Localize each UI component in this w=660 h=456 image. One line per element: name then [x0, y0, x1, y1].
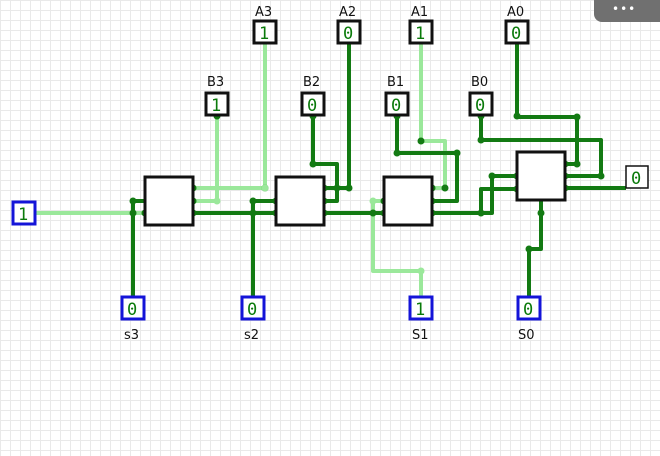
full-adder-0[interactable] — [515, 150, 567, 202]
wire-s0-a — [479, 187, 517, 213]
output-pin-carry-out[interactable]: 0 — [625, 165, 649, 189]
wire-s0-b — [527, 200, 543, 297]
junction-dot — [249, 197, 257, 205]
wire-carry-1 — [432, 174, 517, 215]
output-label-s3: s3 — [124, 328, 139, 343]
input-value-b0: 0 — [475, 96, 485, 116]
output-value-s1: 1 — [415, 300, 425, 320]
output-value-carry-out: 0 — [631, 169, 641, 189]
junction-dot — [369, 197, 377, 205]
input-value-a0: 0 — [511, 24, 521, 44]
wire-s2 — [251, 199, 276, 297]
full-adder-3[interactable] — [143, 175, 195, 227]
junction-dot — [477, 209, 485, 217]
junction-dot — [393, 149, 401, 157]
full-adder-2[interactable] — [274, 175, 326, 227]
output-pin-s1[interactable]: 1 S1 — [408, 295, 434, 343]
input-pin-a1[interactable]: A1 1 — [408, 5, 434, 45]
menu-tab[interactable] — [594, 0, 660, 22]
junction-dot — [417, 267, 425, 275]
output-label-s2: s2 — [244, 328, 259, 343]
junction-dot — [369, 209, 377, 217]
output-value-s3: 0 — [127, 300, 137, 320]
input-pin-b2[interactable]: B2 0 — [300, 75, 326, 117]
input-label-b1: B1 — [387, 75, 404, 90]
input-pin-b3[interactable]: B3 1 — [204, 75, 230, 117]
output-label-s1: S1 — [412, 328, 429, 343]
input-label-a2: A2 — [339, 5, 356, 20]
wire-s1 — [371, 199, 423, 297]
junction-dot — [597, 172, 605, 180]
input-value-b3: 1 — [211, 96, 221, 116]
input-label-a0: A0 — [507, 5, 524, 20]
junction-dot — [525, 245, 533, 253]
junction-dot — [513, 112, 521, 120]
junction-dot — [417, 137, 425, 145]
input-pin-a0[interactable]: A0 0 — [504, 5, 530, 45]
wire-a1 — [419, 43, 447, 190]
full-adder-1[interactable] — [382, 175, 434, 227]
more-options-icon[interactable]: ••• — [612, 2, 637, 16]
junction-dot — [129, 197, 137, 205]
input-label-b0: B0 — [471, 75, 488, 90]
input-label-a3: A3 — [255, 5, 272, 20]
input-label-a1: A1 — [411, 5, 428, 20]
input-pin-a2[interactable]: A2 0 — [336, 5, 362, 45]
wire-b0 — [479, 115, 603, 178]
output-pin-s0[interactable]: 0 S0 — [516, 295, 542, 343]
input-value-carry-in: 1 — [18, 205, 28, 225]
junction-dot — [488, 172, 496, 180]
junction-dot — [213, 197, 221, 205]
junction-dot — [573, 160, 581, 168]
input-value-b2: 0 — [307, 96, 317, 116]
junction-dot — [453, 149, 461, 157]
wire-b2 — [311, 115, 339, 203]
output-value-s2: 0 — [247, 300, 257, 320]
input-pin-a3[interactable]: A3 1 — [252, 5, 278, 45]
output-label-s0: S0 — [518, 328, 535, 343]
input-value-a2: 0 — [343, 24, 353, 44]
junction-dot — [129, 209, 137, 217]
junction-dot — [573, 113, 581, 121]
output-value-s0: 0 — [523, 300, 533, 320]
input-value-b1: 0 — [391, 96, 401, 116]
output-pin-s3[interactable]: 0 s3 — [120, 295, 146, 343]
wire-a0 — [515, 43, 579, 166]
input-value-a3: 1 — [259, 24, 269, 44]
junction-dot — [441, 184, 449, 192]
input-value-a1: 1 — [415, 24, 425, 44]
input-label-b3: B3 — [207, 75, 224, 90]
input-pin-b1[interactable]: B1 0 — [384, 75, 410, 117]
junction-dot — [333, 184, 341, 192]
junction-dot — [537, 209, 545, 217]
junction-dot — [261, 184, 269, 192]
input-pin-carry-in[interactable]: 1 — [11, 200, 37, 226]
junction-dot — [345, 184, 353, 192]
junction-dot — [309, 160, 317, 168]
output-pin-s2[interactable]: 0 s2 — [240, 295, 266, 343]
input-pin-b0[interactable]: B0 0 — [468, 75, 494, 117]
input-label-b2: B2 — [303, 75, 320, 90]
junction-dot — [477, 136, 485, 144]
junction-dot — [249, 209, 257, 217]
